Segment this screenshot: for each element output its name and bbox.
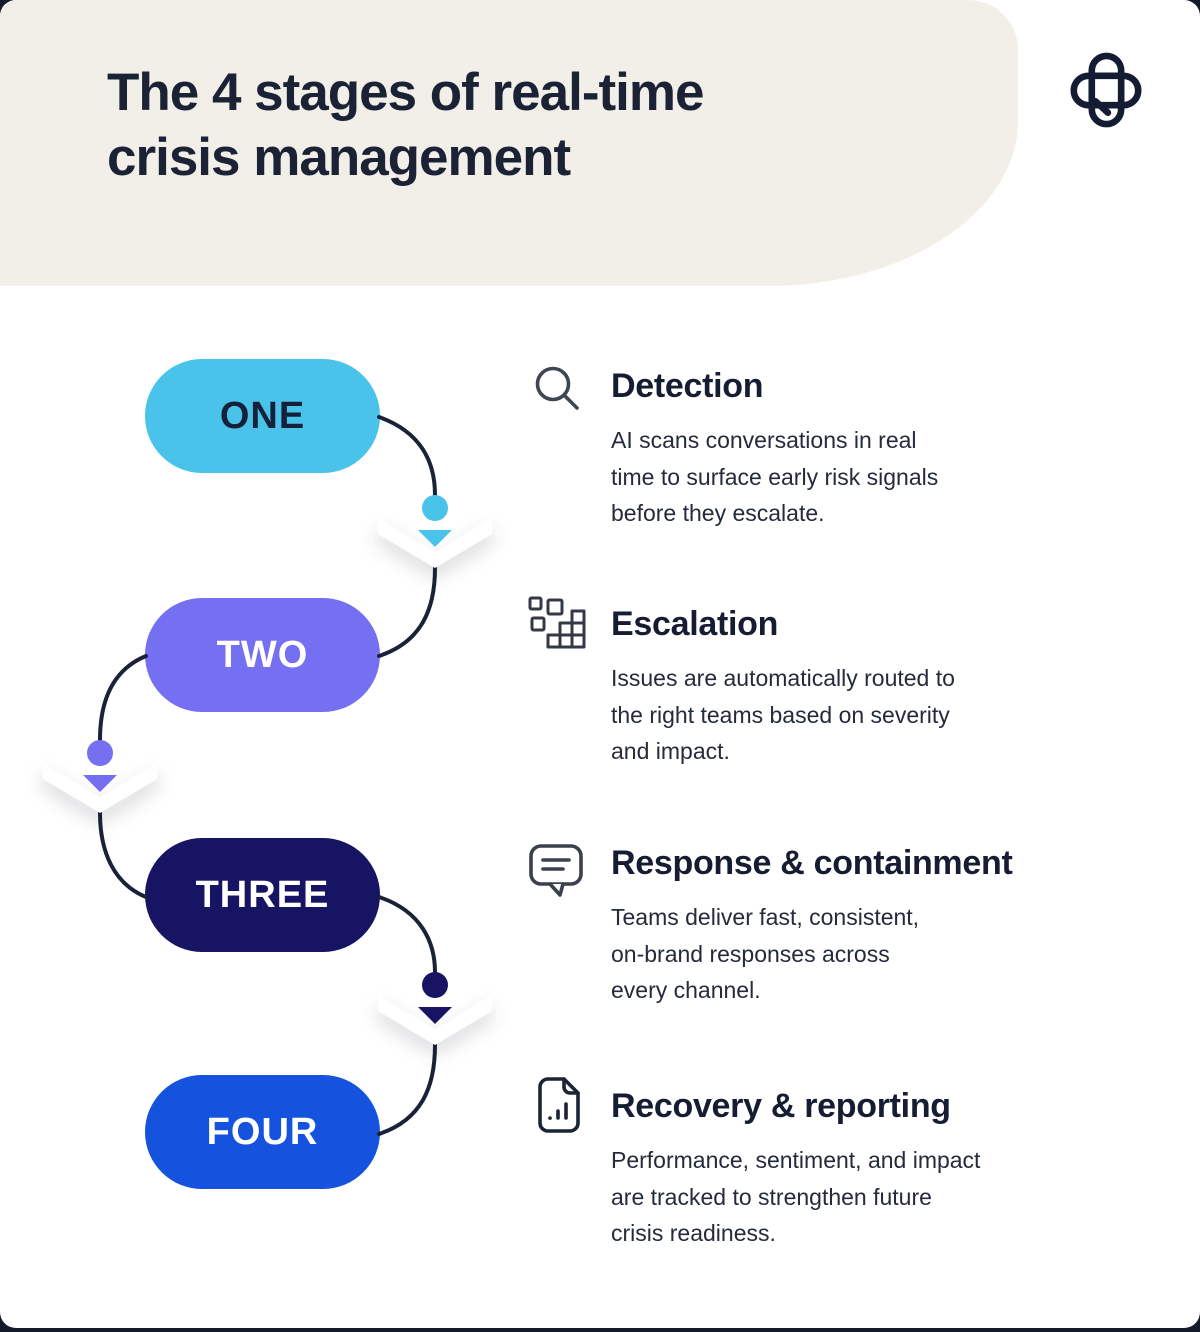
flow-chevron-3 bbox=[378, 995, 492, 1045]
stage-pill-four: FOUR bbox=[145, 1075, 380, 1189]
flow-junction-1 bbox=[378, 495, 492, 568]
flow-junction-3 bbox=[378, 972, 492, 1045]
page-title-line2: crisis management bbox=[107, 128, 571, 187]
flow-dot-2 bbox=[87, 740, 113, 766]
body-line: the right teams based on severity bbox=[611, 701, 950, 728]
body-line: crisis readiness. bbox=[611, 1220, 776, 1246]
chat-bubble-icon bbox=[529, 844, 583, 897]
body-line: Performance, sentiment, and impact bbox=[611, 1147, 981, 1173]
flow-chevron-1 bbox=[378, 518, 492, 568]
section-escalation-title: Escalation bbox=[611, 605, 779, 643]
flow-dot-1 bbox=[422, 495, 448, 521]
body-line: every channel. bbox=[611, 977, 761, 1003]
section-detection-title: Detection bbox=[611, 367, 764, 405]
body-line: and impact. bbox=[611, 738, 730, 764]
stage-pill-two: TWO bbox=[145, 598, 380, 712]
stage-pill-one-label: ONE bbox=[219, 394, 306, 437]
body-line: on-brand responses across bbox=[611, 940, 890, 967]
header-background bbox=[0, 0, 1018, 286]
body-line: are tracked to strengthen future bbox=[611, 1183, 932, 1210]
body-line: Issues are automatically routed to bbox=[611, 665, 955, 691]
flow-junction-2 bbox=[43, 740, 157, 813]
brand-logo-icon bbox=[1070, 52, 1142, 128]
section-escalation: Escalation Issues are automatically rout… bbox=[527, 596, 1107, 770]
connector-line-1a bbox=[377, 415, 437, 497]
flow-chevron-2 bbox=[43, 763, 157, 813]
section-response-title: Response & containment bbox=[611, 844, 1013, 882]
stage-pill-one: ONE bbox=[145, 359, 380, 473]
page-title-line1: The 4 stages of real-time bbox=[107, 63, 704, 122]
connector-line-3b bbox=[377, 1043, 437, 1136]
flow-arrow-triangle-2 bbox=[83, 775, 117, 792]
section-response-body: Teams deliver fast, consistent, on-brand… bbox=[611, 899, 1107, 1009]
page-title: The 4 stages of real-time crisis managem… bbox=[107, 60, 704, 190]
stage-pill-four-label: FOUR bbox=[206, 1110, 319, 1153]
stage-pill-two-label: TWO bbox=[216, 633, 309, 676]
section-response: Response & containment Teams deliver fas… bbox=[527, 841, 1107, 1009]
connector-line-2a bbox=[98, 654, 148, 742]
section-recovery: Recovery & reporting Performance, sentim… bbox=[527, 1077, 1107, 1252]
body-line: before they escalate. bbox=[611, 500, 825, 526]
search-icon bbox=[535, 366, 579, 410]
connector-line-2b bbox=[98, 811, 148, 899]
document-chart-icon bbox=[538, 1077, 580, 1133]
section-detection: Detection AI scans conversations in real… bbox=[527, 364, 1107, 532]
stage-pill-three-label: THREE bbox=[195, 873, 330, 916]
section-detection-body: AI scans conversations in real time to s… bbox=[611, 422, 1107, 532]
flow-arrow-triangle-3 bbox=[418, 1007, 452, 1024]
section-recovery-title: Recovery & reporting bbox=[611, 1087, 951, 1125]
flow-arrow-triangle-1 bbox=[418, 530, 452, 547]
body-line: Teams deliver fast, consistent, bbox=[611, 904, 920, 930]
stage-pill-three: THREE bbox=[145, 838, 380, 952]
flow-dot-3 bbox=[422, 972, 448, 998]
body-line: time to surface early risk signals bbox=[611, 463, 939, 490]
section-escalation-body: Issues are automatically routed to the r… bbox=[611, 660, 1107, 770]
section-recovery-body: Performance, sentiment, and impact are t… bbox=[611, 1142, 1107, 1252]
connector-line-1b bbox=[377, 566, 437, 658]
body-line: AI scans conversations in real bbox=[611, 427, 917, 453]
escalation-grid-icon bbox=[528, 596, 586, 649]
connector-line-3a bbox=[377, 895, 437, 974]
